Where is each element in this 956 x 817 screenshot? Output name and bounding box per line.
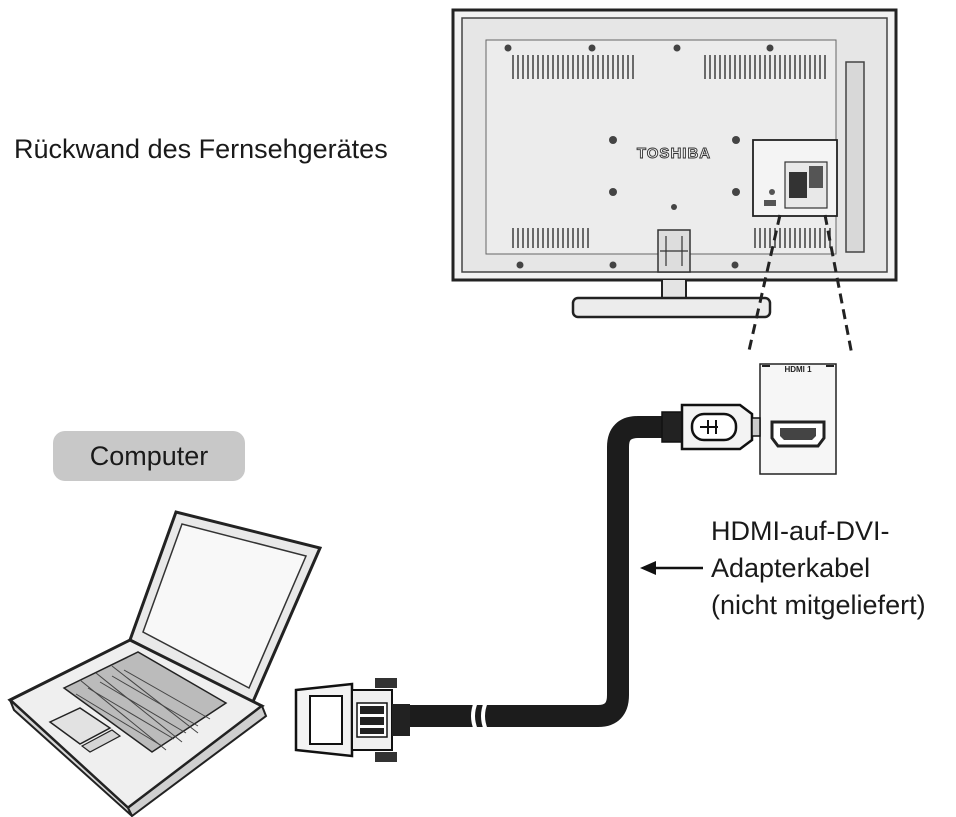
screw-icons <box>504 44 774 269</box>
hdmi-port-detail: HDMI 1 <box>759 363 837 475</box>
cable-label-line-1: HDMI-auf-DVI- <box>711 516 890 546</box>
dvi-plug <box>294 678 410 762</box>
tv-back-illustration: TOSHIBA <box>451 8 898 319</box>
tv-stand-base <box>571 296 772 319</box>
vent-top-right <box>704 55 826 79</box>
touchpad <box>48 707 112 745</box>
cable-label: HDMI-auf-DVI- Adapterkabel (nicht mitgel… <box>711 513 926 624</box>
hdmi-port-label: HDMI 1 <box>784 365 812 374</box>
vent-bottom-left <box>512 228 589 248</box>
keyboard-icon <box>62 651 228 753</box>
computer-badge: Computer <box>53 431 245 481</box>
computer-label: Computer <box>89 440 209 471</box>
vent-top-left <box>512 55 634 79</box>
hdmi-dvi-cable <box>410 416 662 731</box>
laptop-illustration <box>7 510 323 817</box>
hdmi-plug <box>661 403 761 451</box>
cable-label-line-3: (nicht mitgeliefert) <box>711 590 926 620</box>
zoom-indicator-lines <box>746 214 854 356</box>
tv-back-label: Rückwand des Fernsehgerätes <box>14 134 388 164</box>
arrow-icon <box>640 561 703 575</box>
cable-label-line-2: Adapterkabel <box>711 553 871 583</box>
tv-brand-logo: TOSHIBA <box>637 145 711 162</box>
